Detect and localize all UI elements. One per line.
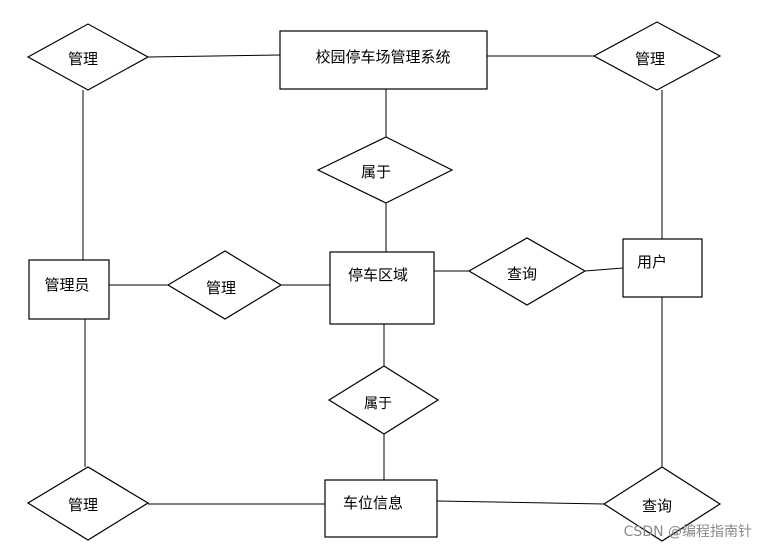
relation-manage-top-right: 管理 [592, 21, 722, 91]
relation-manage-top-right-label: 管理 [635, 50, 665, 68]
entity-zone: 停车区域 [329, 251, 435, 325]
connector-lines [82, 54, 663, 505]
relation-manage-mid-label: 管理 [206, 279, 236, 297]
edge-spot-to-query-br [436, 500, 605, 505]
entity-user: 用户 [622, 238, 703, 298]
entity-spot-label: 车位信息 [343, 494, 403, 512]
relation-query-mid: 查询 [467, 237, 587, 306]
relation-manage-mid: 管理 [166, 250, 283, 320]
relation-belongs-top-label: 属于 [361, 163, 391, 181]
watermark-text: CSDN @编程指南针 [624, 524, 752, 540]
entity-spot: 车位信息 [324, 479, 438, 538]
entity-zone-label: 停车区域 [348, 266, 408, 284]
entity-user-label: 用户 [637, 253, 667, 271]
entity-admin: 管理员 [28, 259, 110, 320]
relation-manage-top-left: 管理 [26, 23, 150, 91]
entity-system: 校园停车场管理系统 [279, 30, 488, 90]
entity-admin-label: 管理员 [44, 276, 89, 294]
entity-system-label: 校园停车场管理系统 [315, 48, 450, 66]
relation-manage-top-left-label: 管理 [68, 50, 98, 68]
relation-belongs-top: 属于 [316, 136, 454, 204]
relation-query-mid-label: 查询 [507, 265, 537, 283]
relation-query-bottom-right: 查询 [602, 466, 722, 542]
relation-query-bottom-right-label: 查询 [642, 497, 672, 515]
edge-manage-tl-to-system [147, 54, 281, 58]
relation-manage-bottom-left-label: 管理 [68, 496, 98, 514]
edge-query-mid-to-user [584, 267, 624, 272]
relation-manage-bottom-left: 管理 [26, 466, 150, 541]
relation-belongs-bottom-label: 属于 [364, 396, 392, 412]
relation-belongs-bottom: 属于 [327, 365, 440, 435]
